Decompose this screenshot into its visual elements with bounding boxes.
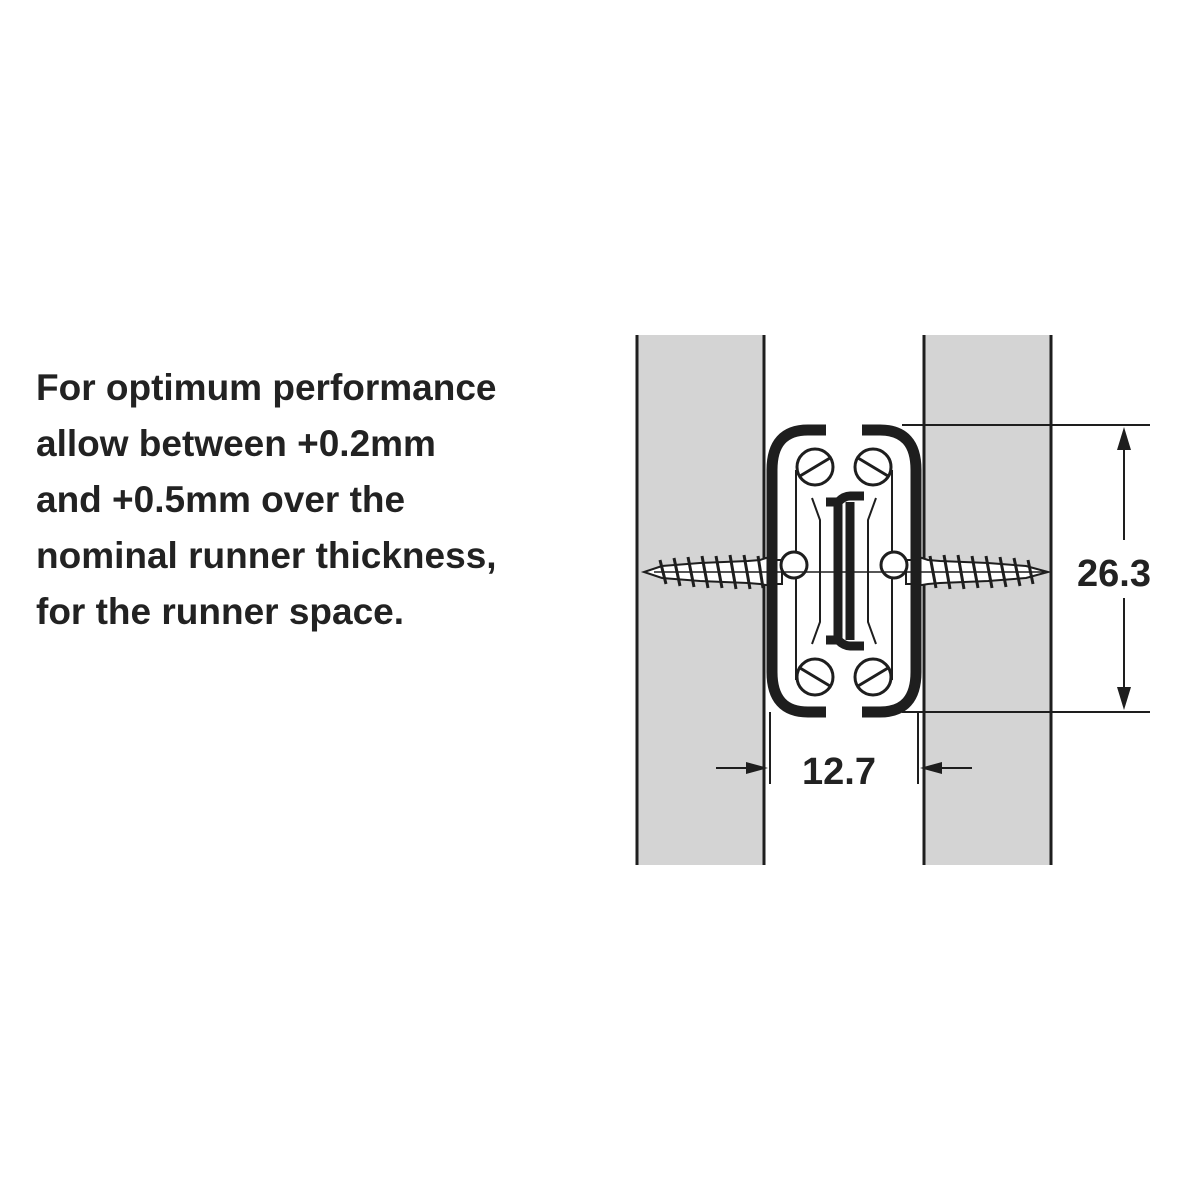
left-panel <box>635 335 766 865</box>
height-dimension-label: 26.3 <box>1077 553 1151 595</box>
note-line-3: and +0.5mm over the <box>36 479 406 520</box>
height-dimension <box>902 424 1150 713</box>
instruction-note: For optimum performance allow between +0… <box>36 360 636 640</box>
right-panel <box>922 335 1053 865</box>
note-line-2: allow between +0.2mm <box>36 423 436 464</box>
runner-profile <box>766 424 922 718</box>
width-dimension <box>716 712 972 784</box>
note-line-5: for the runner space. <box>36 591 405 632</box>
width-dimension-label: 12.7 <box>802 751 876 793</box>
note-line-1: For optimum performance <box>36 367 497 408</box>
note-line-4: nominal runner thickness, <box>36 535 497 576</box>
